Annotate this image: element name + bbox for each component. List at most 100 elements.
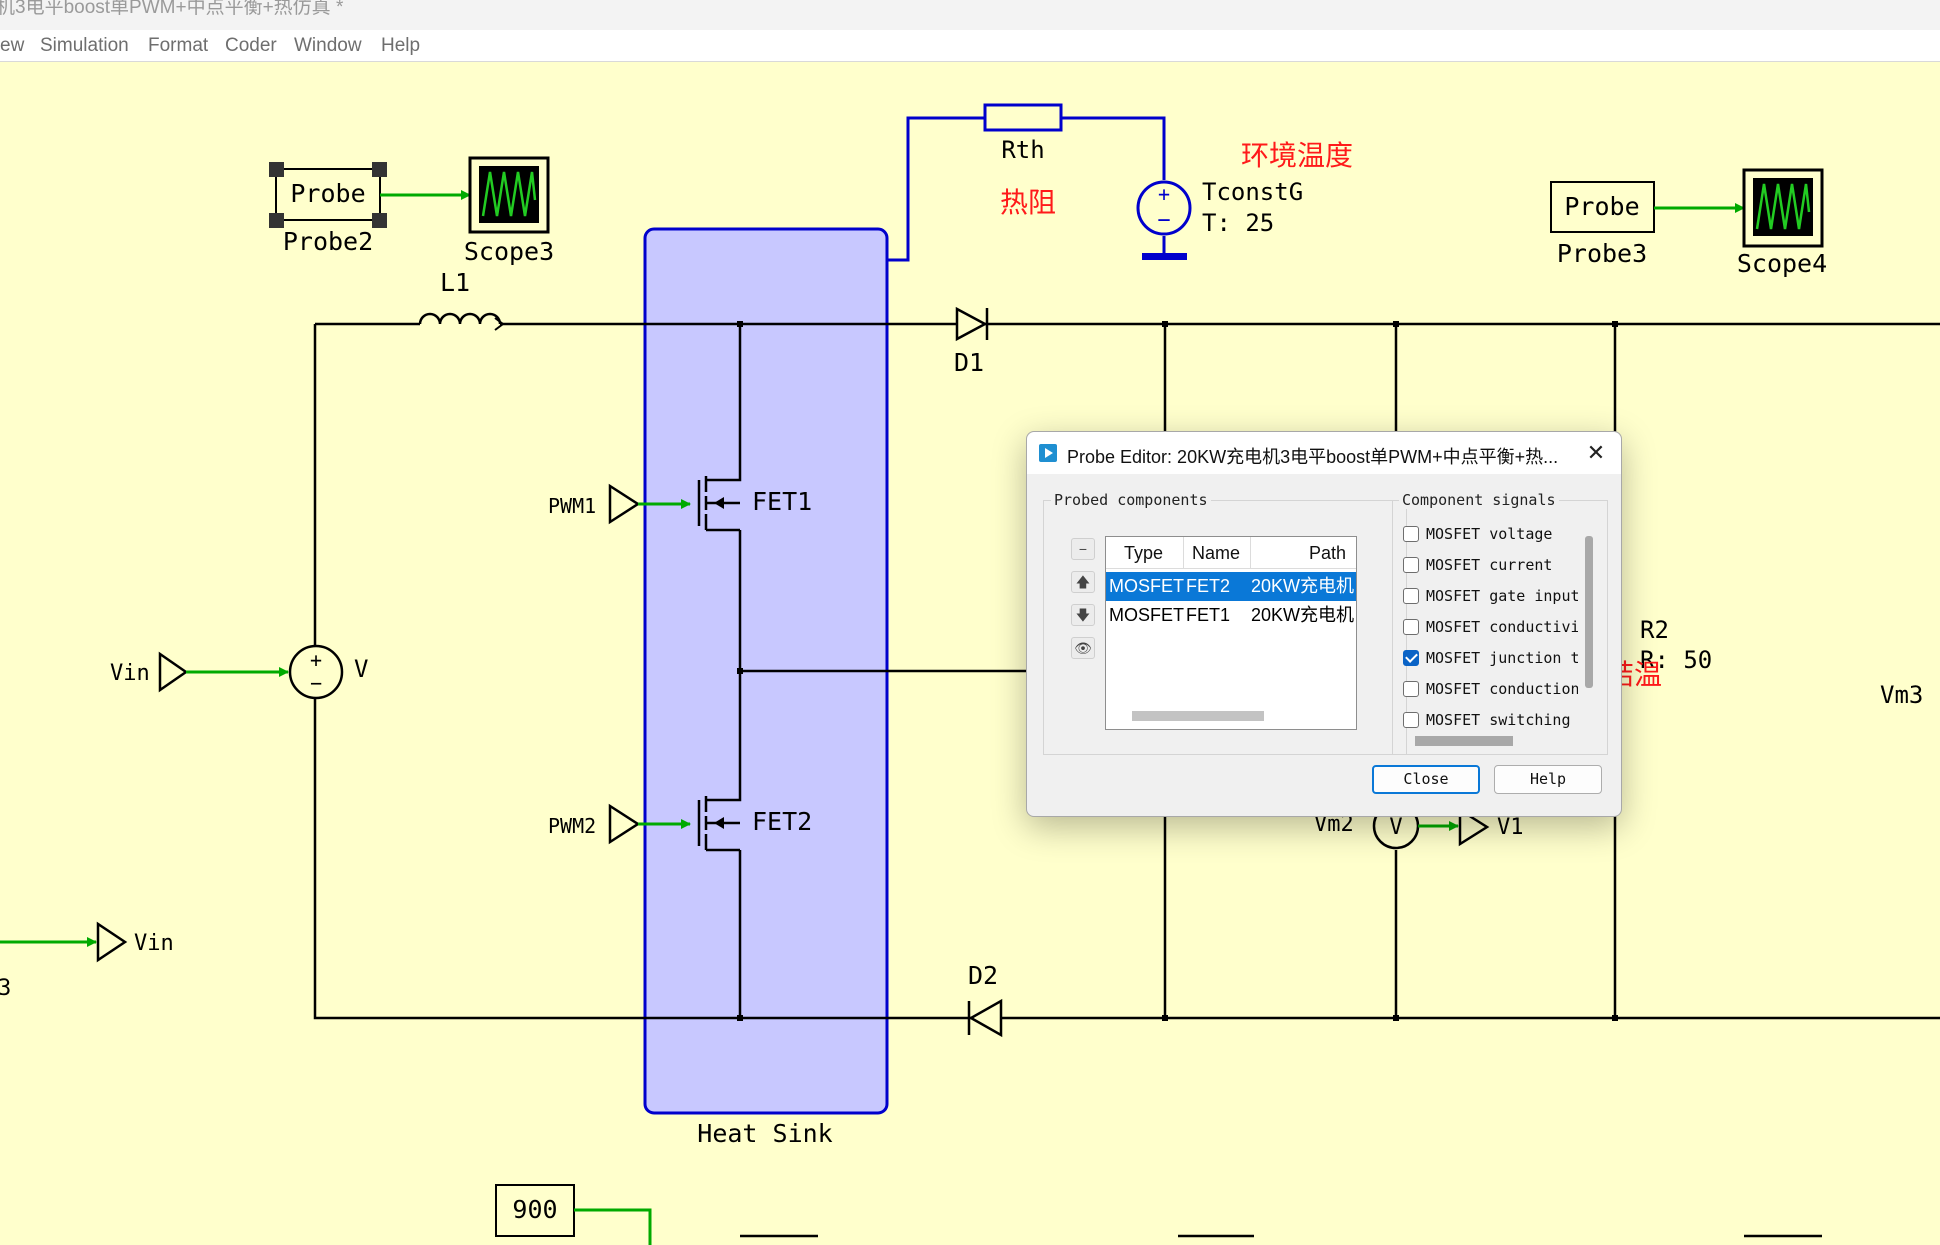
column-header-name[interactable]: Name [1184, 537, 1251, 569]
vin-goto-label: Vin [134, 931, 174, 956]
controlled-voltage-source[interactable]: + − [288, 644, 344, 700]
svg-text:+: + [1158, 182, 1170, 206]
probe2-name: Probe2 [283, 227, 373, 256]
row-name: FET1 [1186, 605, 1231, 625]
signal-item[interactable]: MOSFET switching loss [1403, 708, 1578, 732]
column-header-path[interactable]: Path [1251, 537, 1356, 569]
table-horizontal-scrollbar[interactable] [1132, 711, 1264, 721]
pwm2-port[interactable] [608, 803, 641, 845]
row-path: 20KW充电机 [1251, 576, 1355, 596]
signal-label: MOSFET switching loss [1426, 711, 1578, 729]
signal-label: MOSFET current [1426, 556, 1553, 574]
thermal-resistor-rth[interactable] [983, 103, 1063, 132]
help-button[interactable]: Help [1494, 765, 1602, 794]
row-name: FET2 [1186, 576, 1231, 596]
checkbox[interactable] [1403, 681, 1419, 697]
highlight-button[interactable]: 👁 [1071, 637, 1095, 659]
probe3-box-label: Probe [1564, 192, 1639, 221]
checkbox[interactable] [1403, 526, 1419, 542]
close-button[interactable]: Close [1372, 765, 1480, 794]
pwm1-port[interactable] [608, 483, 641, 525]
signal-item[interactable]: MOSFET conduction loss [1403, 677, 1578, 701]
checkbox[interactable] [1403, 588, 1419, 604]
checkbox-checked[interactable] [1403, 650, 1419, 666]
mosfet-fet2[interactable] [697, 795, 742, 852]
close-icon[interactable]: ✕ [1586, 440, 1606, 465]
move-down-button[interactable]: 🡇 [1071, 604, 1095, 626]
menu-bar: ew Simulation Format Coder Window Help [0, 30, 1940, 62]
remove-button[interactable]: − [1071, 538, 1095, 560]
dialog-title-bar[interactable]: Probe Editor: 20KW充电机3电平boost单PWM+中点平衡+热… [1027, 432, 1621, 474]
v1-goto-port[interactable] [1458, 807, 1490, 847]
diode-d2-name: D2 [968, 961, 998, 990]
vin-from-label: Vin [110, 661, 150, 686]
inductor-l1-name: L1 [440, 268, 470, 297]
scope4-block[interactable] [1742, 168, 1824, 248]
table-row[interactable]: MOSFET FET2 20KW充电机 [1106, 572, 1356, 601]
inductor-l1[interactable] [418, 312, 502, 325]
move-up-button[interactable]: 🡅 [1071, 571, 1095, 593]
signal-label: MOSFET conduction loss [1426, 680, 1578, 698]
probe2-box-label: Probe [290, 179, 365, 208]
menu-coder[interactable]: Coder [225, 35, 277, 56]
r2-name: R2 [1640, 616, 1669, 644]
tconstg-name: TconstG [1202, 178, 1303, 206]
svg-text:−: − [1157, 208, 1170, 233]
schematic-diagram[interactable]: Heat Sink Rth 热阻 环境温度 + − TconstG T: 25 … [0, 62, 1940, 1245]
diode-d2[interactable] [967, 998, 1003, 1038]
r2-param: R: 50 [1640, 646, 1712, 674]
probed-components-label: Probed components [1051, 491, 1211, 509]
menu-view[interactable]: ew [0, 35, 25, 56]
checkbox[interactable] [1403, 557, 1419, 573]
inductor-l1-port [494, 317, 505, 331]
row-path: 20KW充电机 [1251, 605, 1355, 625]
heat-sink-name: Heat Sink [697, 1119, 832, 1148]
temperature-source-tconstg[interactable]: + − [1136, 180, 1192, 260]
menu-help[interactable]: Help [381, 35, 421, 56]
scope4-name: Scope4 [1737, 249, 1827, 278]
signal-item[interactable]: MOSFET voltage [1403, 522, 1578, 546]
signal-label: MOSFET voltage [1426, 525, 1553, 543]
vin-from-port[interactable] [158, 651, 189, 693]
signals-vertical-scrollbar[interactable] [1585, 536, 1593, 688]
mosfet-fet1-name: FET1 [752, 487, 812, 516]
component-signals-label: Component signals [1399, 491, 1559, 509]
checkbox[interactable] [1403, 712, 1419, 728]
vm3-label: Vm3 ( [1880, 681, 1940, 709]
window-title-bar: 机3电平boost单PWM+中点平衡+热仿真 * [0, 0, 1940, 30]
signals-horizontal-scrollbar[interactable] [1415, 736, 1513, 746]
vin-goto-port[interactable] [96, 921, 128, 963]
pwm1-label: PWM1 [548, 494, 596, 518]
menu-window[interactable]: Window [294, 35, 362, 56]
scope3-block[interactable] [468, 156, 550, 234]
voltage-source-label: V [354, 655, 368, 683]
probed-components-table[interactable]: Type Name Path MOSFET FET2 20KW充电机 MOSFE… [1105, 536, 1357, 730]
pwm2-label: PWM2 [548, 814, 596, 838]
column-header-type[interactable]: Type [1106, 537, 1184, 569]
rth-annotation: 热阻 [1000, 186, 1056, 219]
signal-item[interactable]: MOSFET conductivity [1403, 615, 1578, 639]
rth-name: Rth [1001, 136, 1044, 164]
probe2-block[interactable] [269, 162, 387, 228]
constant-900-value: 900 [512, 1195, 557, 1224]
table-row[interactable]: MOSFET FET1 20KW充电机 [1106, 601, 1356, 630]
power-wires [313, 322, 1940, 1020]
mosfet-fet1[interactable] [697, 476, 742, 532]
diode-d1[interactable] [955, 306, 989, 342]
checkbox[interactable] [1403, 619, 1419, 635]
tconstg-param: T: 25 [1202, 209, 1274, 237]
signal-item[interactable]: MOSFET junction temperature [1403, 646, 1578, 670]
probe-editor-icon [1039, 444, 1057, 462]
row-type: MOSFET [1109, 576, 1184, 596]
signal-label: MOSFET junction temperature [1426, 649, 1578, 667]
svg-text:−: − [310, 671, 322, 695]
signal-item[interactable]: MOSFET gate input [1403, 584, 1578, 608]
row-type: MOSFET [1109, 605, 1184, 625]
svg-text:+: + [310, 648, 322, 672]
window-title: 机3电平boost单PWM+中点平衡+热仿真 * [0, 0, 344, 18]
menu-simulation[interactable]: Simulation [40, 35, 129, 56]
voltmeter-vm2-symbol: V [1389, 815, 1402, 840]
signal-item[interactable]: MOSFET current [1403, 553, 1578, 577]
signal-label: MOSFET conductivity [1426, 618, 1578, 636]
menu-format[interactable]: Format [148, 35, 209, 56]
